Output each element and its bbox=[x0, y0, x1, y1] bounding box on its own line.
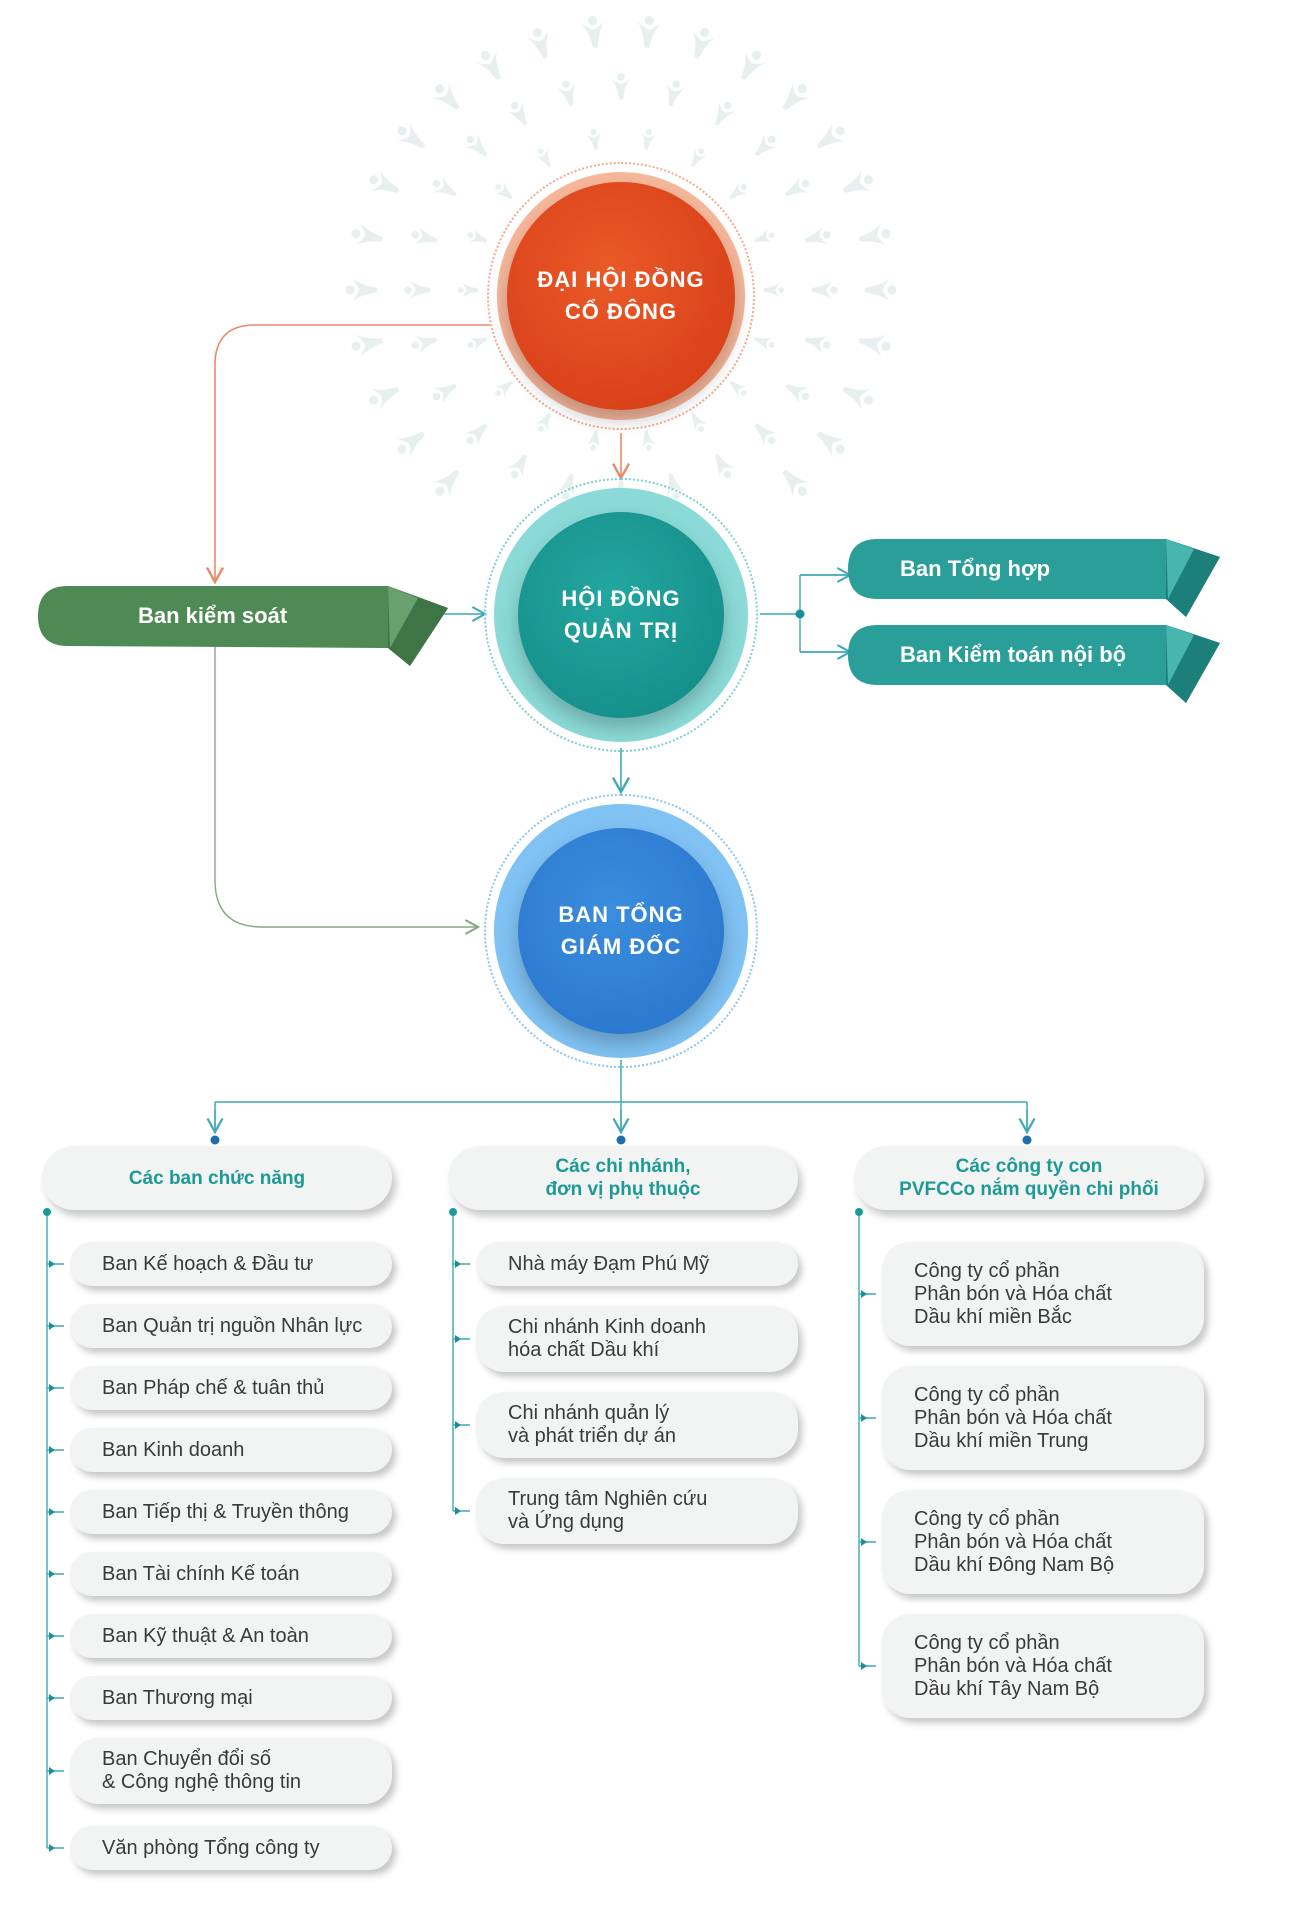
shareholders-node: ĐẠI HỘI ĐỒNG CỔ ĐÔNG bbox=[487, 162, 755, 430]
column-header-subsidiaries: Các công ty con PVFCCo nắm quyền chi phố… bbox=[854, 1146, 1204, 1210]
column-header-label: Các ban chức năng bbox=[128, 1167, 306, 1189]
list-item: Ban Kế hoạch & Đầu tư bbox=[70, 1242, 392, 1286]
list-item: Chi nhánh quản lý và phát triển dự án bbox=[476, 1392, 798, 1458]
list-item: Ban Kỹ thuật & An toàn bbox=[70, 1614, 392, 1658]
list-item: Ban Pháp chế & tuân thủ bbox=[70, 1366, 392, 1410]
column-header-functional: Các ban chức năng bbox=[42, 1146, 392, 1210]
list-item: Ban Quản trị nguồn Nhân lực bbox=[70, 1304, 392, 1348]
list-item: Công ty cổ phần Phân bón và Hóa chất Dầu… bbox=[882, 1242, 1204, 1346]
list-item: Công ty cổ phần Phân bón và Hóa chất Dầu… bbox=[882, 1366, 1204, 1470]
internal-audit-label: Ban Kiểm toán nội bộ bbox=[900, 642, 1127, 667]
internal-audit-ribbon: Ban Kiểm toán nội bộ bbox=[848, 625, 1228, 703]
list-item: Công ty cổ phần Phân bón và Hóa chất Dầu… bbox=[882, 1490, 1204, 1594]
list-item: Trung tâm Nghiên cứu và Ứng dụng bbox=[476, 1478, 798, 1544]
decorative-people-motif bbox=[345, 16, 897, 507]
list-item: Chi nhánh Kinh doanh hóa chất Dầu khí bbox=[476, 1306, 798, 1372]
list-item: Công ty cổ phần Phân bón và Hóa chất Dầu… bbox=[882, 1614, 1204, 1718]
line-ceo-to-columns bbox=[214, 1060, 1028, 1130]
list-item: Văn phòng Tổng công ty bbox=[70, 1826, 392, 1870]
shareholders-label: ĐẠI HỘI ĐỒNG CỔ ĐÔNG bbox=[537, 267, 705, 324]
line-shareholders-to-supervisory bbox=[205, 324, 490, 585]
column-header-label: Các chi nhánh, đơn vị phụ thuộc bbox=[545, 1156, 701, 1200]
line-supervisory-to-ceo bbox=[214, 646, 481, 935]
supervisory-ribbon: Ban kiểm soát bbox=[38, 586, 448, 666]
column-header-branches: Các chi nhánh, đơn vị phụ thuộc bbox=[448, 1146, 798, 1210]
supervisory-label: Ban kiểm soát bbox=[138, 603, 288, 628]
general-affairs-label: Ban Tổng hợp bbox=[900, 556, 1051, 581]
column-header-label: Các công ty con PVFCCo nắm quyền chi phố… bbox=[899, 1156, 1159, 1200]
board-label: HỘI ĐỒNG QUẢN TRỊ bbox=[561, 586, 681, 643]
list-item: Nhà máy Đạm Phú Mỹ bbox=[476, 1242, 798, 1286]
list-item: Ban Kinh doanh bbox=[70, 1428, 392, 1472]
board-node: HỘI ĐỒNG QUẢN TRỊ bbox=[484, 478, 758, 752]
list-item: Ban Thương mại bbox=[70, 1676, 392, 1720]
ceo-label: BAN TỔNG GIÁM ĐỐC bbox=[558, 902, 684, 959]
ceo-node: BAN TỔNG GIÁM ĐỐC bbox=[484, 794, 758, 1068]
list-item: Ban Chuyển đổi số & Công nghệ thông tin bbox=[70, 1738, 392, 1804]
general-affairs-ribbon: Ban Tổng hợp bbox=[848, 539, 1228, 617]
list-item: Ban Tiếp thị & Truyền thông bbox=[70, 1490, 392, 1534]
list-item: Ban Tài chính Kế toán bbox=[70, 1552, 392, 1596]
